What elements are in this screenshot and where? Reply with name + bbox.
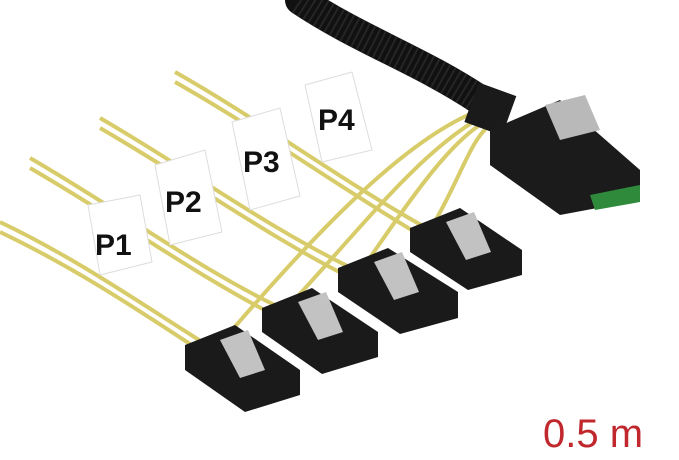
sata-connector-4 [410, 208, 522, 290]
p3-text: P3 [243, 146, 280, 179]
cable-length: 0.5 m [543, 412, 644, 456]
port-label-p1: P1 [87, 194, 153, 276]
port-label-p4: P4 [304, 71, 373, 163]
sata-connector-3 [338, 248, 458, 334]
mini-sas-connector [464, 82, 640, 215]
port-label-p2: P2 [154, 149, 223, 246]
p4-text: P4 [318, 104, 355, 137]
p1-text: P1 [95, 229, 132, 262]
sata-connector-1 [185, 325, 300, 412]
port-label-p3: P3 [231, 107, 301, 211]
sata-connector-2 [262, 288, 378, 374]
wires [0, 70, 492, 359]
p2-text: P2 [165, 186, 202, 219]
